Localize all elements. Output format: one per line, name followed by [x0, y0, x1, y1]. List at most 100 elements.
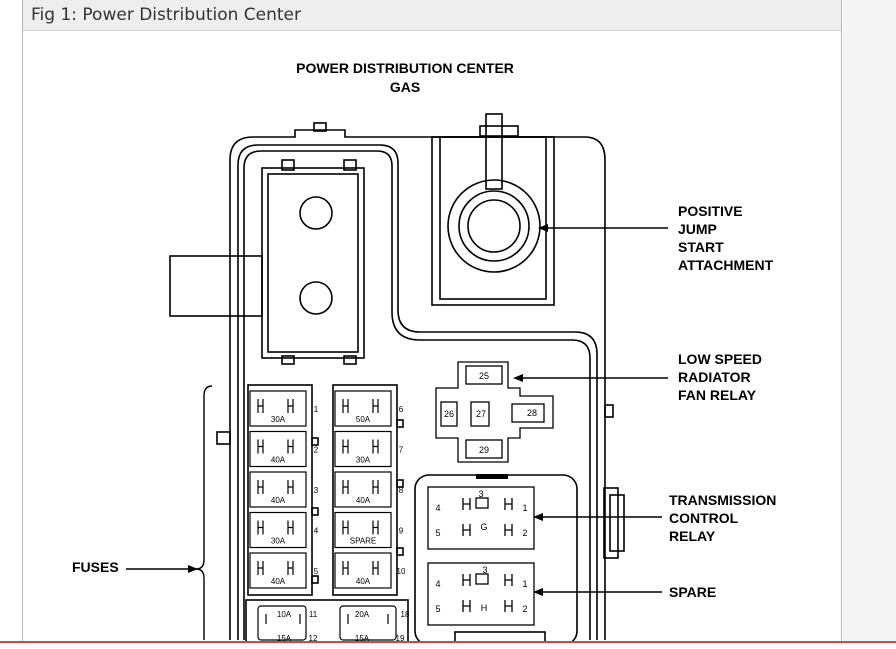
callout-spare: SPARE: [669, 584, 716, 600]
relay-h-pin-3: 3: [482, 565, 487, 575]
terminal-25: 25: [479, 371, 489, 381]
fuse-rating: 50A: [356, 415, 371, 424]
fuse-terminal: [257, 480, 294, 494]
fuse-body: [249, 511, 307, 549]
mini-fuse-number: 19: [396, 634, 405, 643]
relay-g-pin-5: 5: [435, 528, 440, 538]
relay-g-pin-4: 4: [435, 503, 440, 513]
fuse-body: [334, 471, 392, 508]
callout-tcr-line1: TRANSMISSION: [669, 492, 776, 508]
fuse-rating: 40A: [356, 496, 371, 505]
housing-outline: [169, 113, 625, 647]
page-margin: [843, 0, 896, 647]
fuse-cell: 40A 8: [334, 471, 404, 508]
fuse-number: 10: [397, 567, 406, 576]
terminal-26: 26: [444, 409, 454, 419]
fuse-number: 4: [314, 527, 319, 536]
relay-g-pin-1: 1: [522, 503, 527, 513]
mini-fuse-number: 11: [309, 610, 318, 619]
terminal-27: 27: [476, 409, 486, 419]
fuse-rating: SPARE: [350, 537, 377, 546]
fuse-terminal: [257, 561, 294, 575]
fuse-number: 9: [399, 527, 404, 536]
fuse-number: 5: [314, 567, 319, 576]
callout-fan-relay-line2: RADIATOR: [678, 369, 751, 385]
mini-fuse-rating: 10A: [277, 610, 292, 619]
diagram-heading: POWER DISTRIBUTION CENTER: [296, 60, 514, 76]
callout-lines: [126, 227, 668, 640]
relay-g-letter: G: [480, 522, 487, 532]
bottom-edge: [0, 641, 896, 649]
relay-h-socket: [427, 562, 535, 626]
arrow-heads: [188, 224, 548, 596]
fuse-terminal: [257, 520, 294, 535]
fuse-rating: 30A: [356, 456, 371, 465]
fuse-terminal: [342, 480, 379, 494]
diagram-subheading: GAS: [390, 79, 420, 95]
mini-fuse-rating: 15A: [277, 634, 292, 643]
callout-fan-relay-line1: LOW SPEED: [678, 351, 762, 367]
fuse-number: 3: [314, 486, 319, 495]
fuse-body: [249, 552, 307, 589]
fuse-number: 7: [399, 446, 404, 455]
callout-fuses: FUSES: [72, 559, 119, 575]
relay-h-letter: H: [481, 603, 488, 613]
fuse-terminal: [342, 399, 379, 413]
relay-h-pin-2: 2: [522, 604, 527, 614]
fuse-body: [249, 390, 307, 427]
fuse-body: [334, 552, 392, 589]
mini-fuse-rating: 20A: [355, 610, 370, 619]
fuse-rating: 30A: [271, 537, 286, 546]
fuse-cell: 30A 1: [249, 390, 319, 427]
terminal-29: 29: [479, 445, 489, 455]
figure-frame: Fig 1: Power Distribution Center: [22, 0, 842, 647]
fuse-cell: 40A 2: [249, 430, 319, 468]
mini-fuse-number: 12: [309, 634, 318, 643]
fuse-terminal: [257, 439, 294, 454]
indicator-bar: [476, 474, 508, 479]
fuse-rating: 40A: [271, 456, 286, 465]
fuse-cell: 30A 4: [249, 511, 319, 549]
relay-h-pin-4: 4: [435, 579, 440, 589]
fuse-cell: 40A 5: [249, 552, 319, 589]
callout-jump-start-line3: START: [678, 239, 724, 255]
callout-tcr-line2: CONTROL: [669, 510, 739, 526]
relay-h-pin-5: 5: [435, 604, 440, 614]
relay-g-pin-2: 2: [522, 528, 527, 538]
fuse-number: 1: [314, 405, 319, 414]
fuse-terminal: [342, 439, 379, 454]
fuse-terminal: [342, 520, 379, 535]
callout-tcr-line3: RELAY: [669, 528, 716, 544]
callout-jump-start-line1: POSITIVE: [678, 203, 743, 219]
fuse-number: 2: [314, 446, 319, 455]
fuse-terminal: [257, 399, 294, 413]
fuse-cell: 50A 6: [334, 390, 404, 427]
mini-fuse-rating: 15A: [355, 634, 370, 643]
figure-title-bar: Fig 1: Power Distribution Center: [23, 0, 841, 31]
fuse-cell: 40A 10: [334, 552, 406, 589]
fuse-cell: SPARE 9: [334, 511, 404, 549]
fuse-rating: 40A: [271, 496, 286, 505]
fuse-cell: 30A 7: [334, 430, 404, 468]
mini-fuse-number: 18: [401, 610, 410, 619]
fuse-number: 6: [399, 405, 404, 414]
fuse-rating: 40A: [271, 577, 286, 586]
fan-relay-socket: [435, 361, 554, 463]
fuse-number: 8: [399, 486, 404, 495]
callout-jump-start-line4: ATTACHMENT: [678, 257, 774, 273]
relay-g-pin-3: 3: [478, 489, 483, 499]
figure-title: Fig 1: Power Distribution Center: [31, 5, 302, 25]
fuse-cell: 40A 3: [249, 471, 319, 508]
callout-fan-relay-line3: FAN RELAY: [678, 387, 757, 403]
fuse-body: [249, 430, 307, 468]
fuse-terminal: [342, 561, 379, 575]
fuse-body: [334, 390, 392, 427]
fuse-rating: 40A: [356, 577, 371, 586]
mini-fuses: [257, 605, 397, 641]
terminal-28: 28: [527, 408, 537, 418]
fuse-body: [249, 471, 307, 508]
fuse-rating: 30A: [271, 415, 286, 424]
fuse-body: [334, 511, 392, 549]
